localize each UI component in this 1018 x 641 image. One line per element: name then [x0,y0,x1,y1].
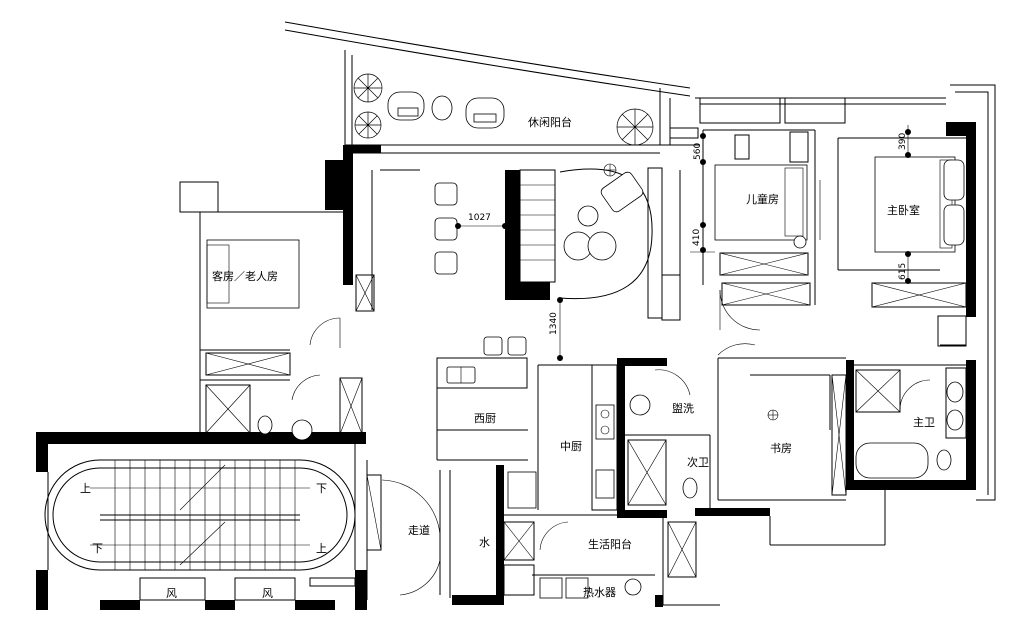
sink-icon [507,471,537,509]
lamp-icon [603,163,617,177]
side-table-icon [431,95,453,121]
bar-stool-icon [507,336,527,356]
plant-icon [353,73,383,103]
master-bedroom-area: 主卧室 390 615 [819,84,996,501]
sink-icon [595,469,615,499]
leisure-balcony-area: 休闲阳台 [284,21,691,146]
dimension-label: 1027 [468,213,491,223]
master-bath-area: 主卫 [854,364,967,479]
room-label-washroom: 盥洗 [672,402,694,415]
room-label-water-heater: 热水器 [583,586,616,599]
washing-machine-icon [539,577,563,599]
plant-icon [354,111,382,139]
bathtub-icon [855,442,929,479]
room-label-master-bath: 主卫 [913,416,935,429]
washroom-area: 盥洗 次卫 [625,369,711,510]
toilet-icon [936,449,952,471]
coffee-table-icon [577,205,599,227]
living-area: 1027 1340 [309,152,761,361]
stair-label-up: 上 [80,482,91,495]
bed-icon [874,156,956,253]
stairwell: 下 上 下 上 风 风 [44,444,356,601]
armchair-icon [600,171,644,213]
water-heater-icon [624,578,642,596]
basin-icon [946,409,964,431]
bed-icon [714,164,808,241]
lounge-chair-icon [465,97,505,129]
stair-label-down: 下 [316,482,327,495]
dimension-label: 390 [898,133,908,150]
coffee-table-icon [587,231,617,261]
dimension-label: 560 [693,143,703,160]
shaft-label: 风 [166,587,177,600]
room-label-kids-room: 儿童房 [746,192,779,206]
room-label-guest-bath: 次卫 [687,455,709,469]
lamp-icon [767,409,779,421]
chair-icon [434,217,458,241]
lounge-chair-icon [387,91,425,121]
plant-icon [616,108,654,146]
bar-stool-icon [483,336,503,356]
dimension-label: 1340 [549,312,559,335]
room-label-guest-room: 客房／老人房 [212,269,278,283]
dimension-label: 615 [898,263,908,280]
guest-room-area: 客房／老人房 [179,181,363,441]
stair-treads [114,460,296,570]
study-area: 书房 [717,357,886,546]
dimension-label: 410 [692,229,702,246]
room-label-chinese-kitchen: 中厨 [560,440,582,453]
pillow-icon [943,159,965,201]
shaft-label: 风 [262,587,273,600]
pillow-icon [943,204,965,246]
stair-label-up: 上 [316,542,327,555]
side-table-icon [793,235,807,249]
kids-room-area: 儿童房 560 410 [669,97,946,306]
toilet-icon [682,477,698,499]
basin-icon [629,394,651,416]
room-label-western-kitchen: 西厨 [474,412,496,425]
corridor-area: 走道 水 生活阳台 热水器 [366,460,720,606]
room-label-water: 水 [479,536,490,549]
toilet-icon [257,415,273,435]
basin-icon [946,381,964,403]
room-label-corridor: 走道 [408,523,430,537]
room-label-master-bedroom: 主卧室 [887,203,920,217]
chair-icon [434,251,458,275]
stove-icon [595,404,615,440]
chair-icon [434,182,458,206]
basin-icon [291,419,313,441]
stair-label-down: 下 [92,542,103,555]
washing-machine-icon [565,577,589,599]
chinese-kitchen-area: 中厨 [507,364,618,511]
room-label-leisure-balcony: 休闲阳台 [528,115,572,129]
western-kitchen-area: 西厨 [436,357,528,461]
room-label-study: 书房 [770,442,792,455]
outer-walls [36,122,976,610]
room-label-service-balcony: 生活阳台 [588,537,632,551]
